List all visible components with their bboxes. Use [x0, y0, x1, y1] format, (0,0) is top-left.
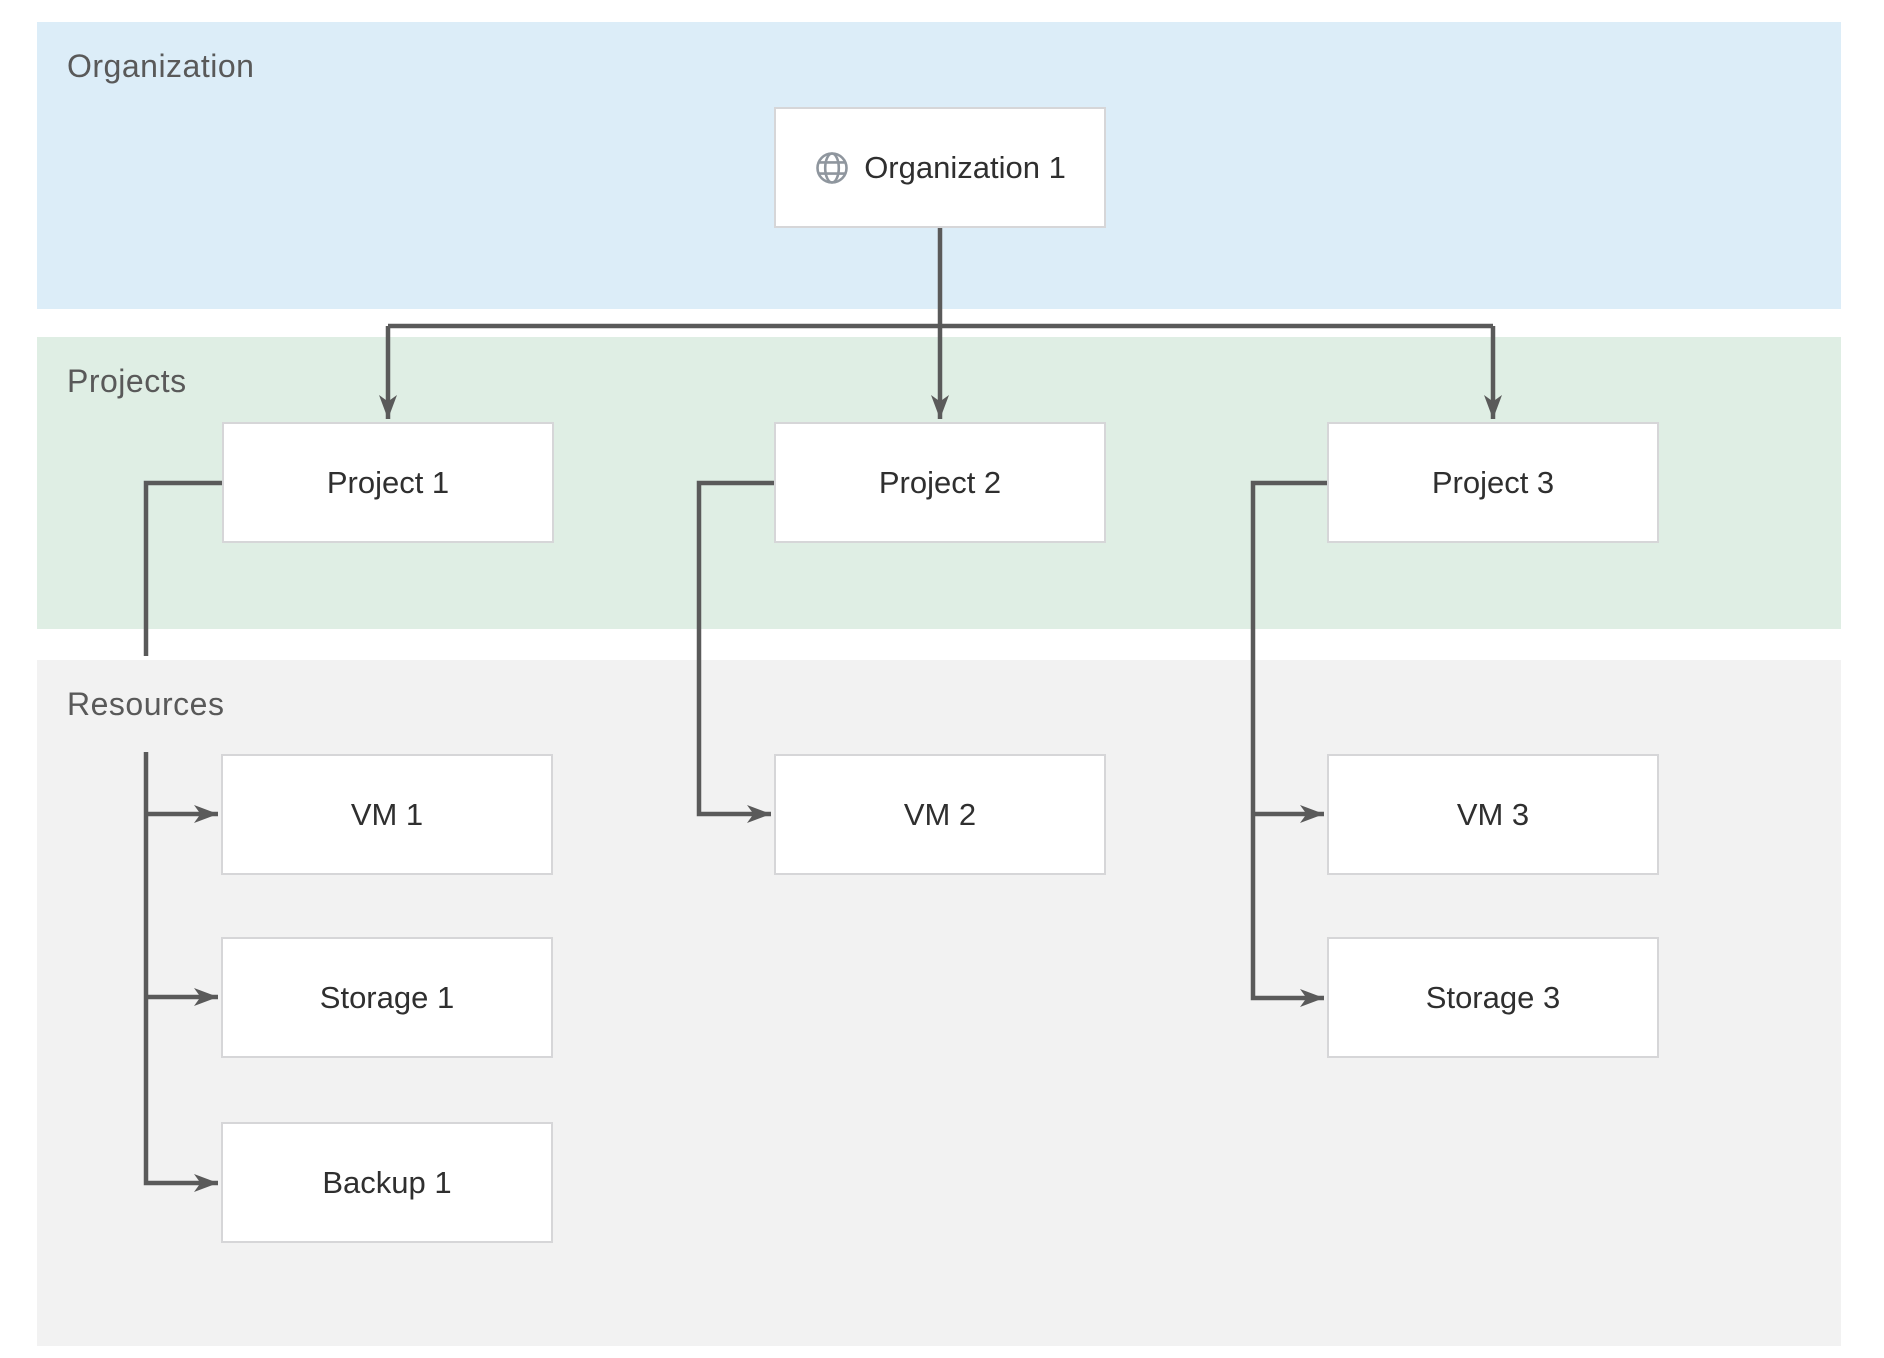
node-label: Project 1	[326, 464, 450, 500]
node-label: Storage 1	[319, 979, 455, 1015]
node-label: Project 2	[878, 464, 1002, 500]
organization-band-label: Organization	[67, 48, 255, 84]
node-label: VM 3	[1456, 796, 1530, 832]
resources-band-label: Resources	[67, 686, 225, 722]
node-backup-1: Backup 1	[221, 1122, 553, 1243]
node-label: VM 1	[350, 796, 424, 832]
node-project-3: Project 3	[1327, 422, 1659, 543]
node-label: VM 2	[903, 796, 977, 832]
node-project-1: Project 1	[222, 422, 554, 543]
node-label: Backup 1	[322, 1164, 452, 1200]
node-organization-1: Organization 1	[774, 107, 1106, 228]
node-storage-1: Storage 1	[221, 937, 553, 1058]
globe-icon	[816, 151, 848, 184]
node-label: Storage 3	[1425, 979, 1561, 1015]
projects-band-label: Projects	[67, 363, 187, 399]
node-project-2: Project 2	[774, 422, 1106, 543]
node-storage-3: Storage 3	[1327, 937, 1659, 1058]
node-vm-3: VM 3	[1327, 754, 1659, 875]
node-label: Organization 1	[864, 149, 1066, 185]
node-vm-1: VM 1	[221, 754, 553, 875]
node-vm-2: VM 2	[774, 754, 1106, 875]
node-label: Project 3	[1431, 464, 1555, 500]
